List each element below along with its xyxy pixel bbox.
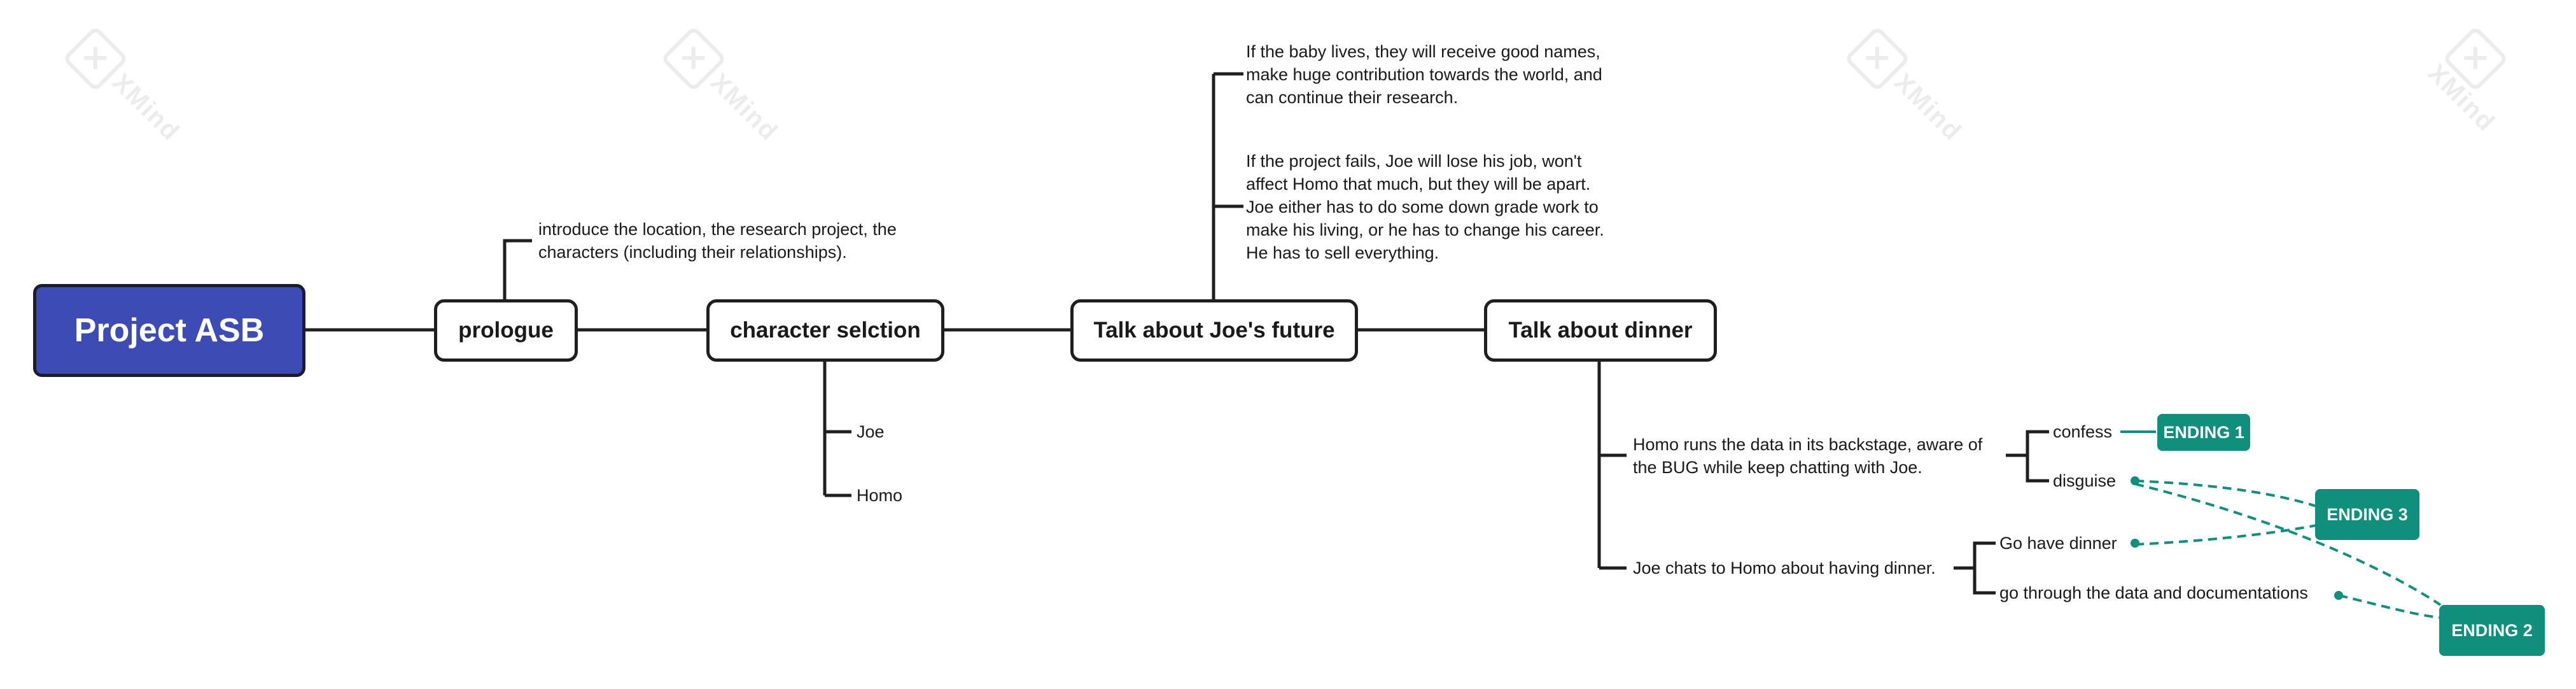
future-note-lives[interactable]: If the baby lives, they will receive goo…	[1246, 40, 1704, 109]
note-line: Homo runs the data in its backstage, awa…	[1633, 435, 1983, 454]
choice-confess[interactable]: confess	[2053, 422, 2113, 441]
note-line: affect Homo that much, but they will be …	[1246, 174, 1591, 194]
note-line: If the project fails, Joe will lose his …	[1246, 152, 1582, 171]
topic-label: Talk about dinner	[1508, 318, 1693, 343]
ending-2[interactable]: ENDING 2	[2439, 605, 2545, 656]
relation-dot	[2334, 591, 2343, 600]
note-line: make huge contribution towards the world…	[1246, 65, 1602, 84]
relation-dot	[2131, 539, 2139, 548]
ending-relation	[2338, 594, 2441, 619]
note-line: He has to sell everything.	[1246, 243, 1439, 262]
topic-prologue[interactable]: prologue	[434, 299, 578, 362]
connector	[503, 239, 532, 299]
dinner-branch-joe[interactable]: Joe chats to Homo about having dinner.	[1633, 558, 1936, 578]
topic-joes-future[interactable]: Talk about Joe's future	[1070, 299, 1358, 362]
note-line: characters (including their relationship…	[538, 243, 847, 262]
prologue-note[interactable]: introduce the location, the research pro…	[538, 218, 984, 264]
ending-relation	[2134, 483, 2442, 606]
root-topic-label: Project ASB	[74, 312, 265, 349]
character-homo[interactable]: Homo	[857, 486, 903, 505]
ending-1[interactable]: ENDING 1	[2157, 414, 2250, 451]
note-line: Joe either has to do some down grade wor…	[1246, 197, 1599, 217]
dinner-branch-homo[interactable]: Homo runs the data in its backstage, awa…	[1633, 433, 2015, 479]
relation-dot	[2131, 476, 2139, 485]
ending-label: ENDING 2	[2451, 620, 2533, 640]
choice-go-through-data[interactable]: go through the data and documentations	[1999, 583, 2308, 602]
ending-label: ENDING 3	[2327, 504, 2408, 524]
character-joe[interactable]: Joe	[857, 422, 885, 441]
choice-disguise[interactable]: disguise	[2053, 471, 2117, 490]
note-line: make his living, or he has to change his…	[1246, 220, 1604, 239]
ending-3[interactable]: ENDING 3	[2315, 489, 2419, 540]
topic-dinner[interactable]: Talk about dinner	[1484, 299, 1717, 362]
topic-label: character selction	[730, 318, 921, 343]
connector	[2026, 430, 2049, 483]
ending-label: ENDING 1	[2163, 422, 2244, 442]
choice-go-have-dinner[interactable]: Go have dinner	[1999, 534, 2117, 553]
connector	[1973, 541, 1996, 595]
note-line: the BUG while keep chatting with Joe.	[1633, 458, 1922, 477]
note-line: can continue their research.	[1246, 88, 1459, 107]
ending-relation	[2134, 479, 2317, 508]
topic-label: prologue	[458, 318, 554, 343]
ending-relation	[2134, 524, 2317, 546]
future-note-fails[interactable]: If the project fails, Joe will lose his …	[1246, 150, 1704, 264]
root-topic[interactable]: Project ASB	[33, 284, 305, 377]
topic-label: Talk about Joe's future	[1093, 318, 1335, 343]
topic-character-selection[interactable]: character selction	[706, 299, 944, 362]
note-line: If the baby lives, they will receive goo…	[1246, 42, 1600, 61]
note-line: introduce the location, the research pro…	[538, 220, 897, 239]
